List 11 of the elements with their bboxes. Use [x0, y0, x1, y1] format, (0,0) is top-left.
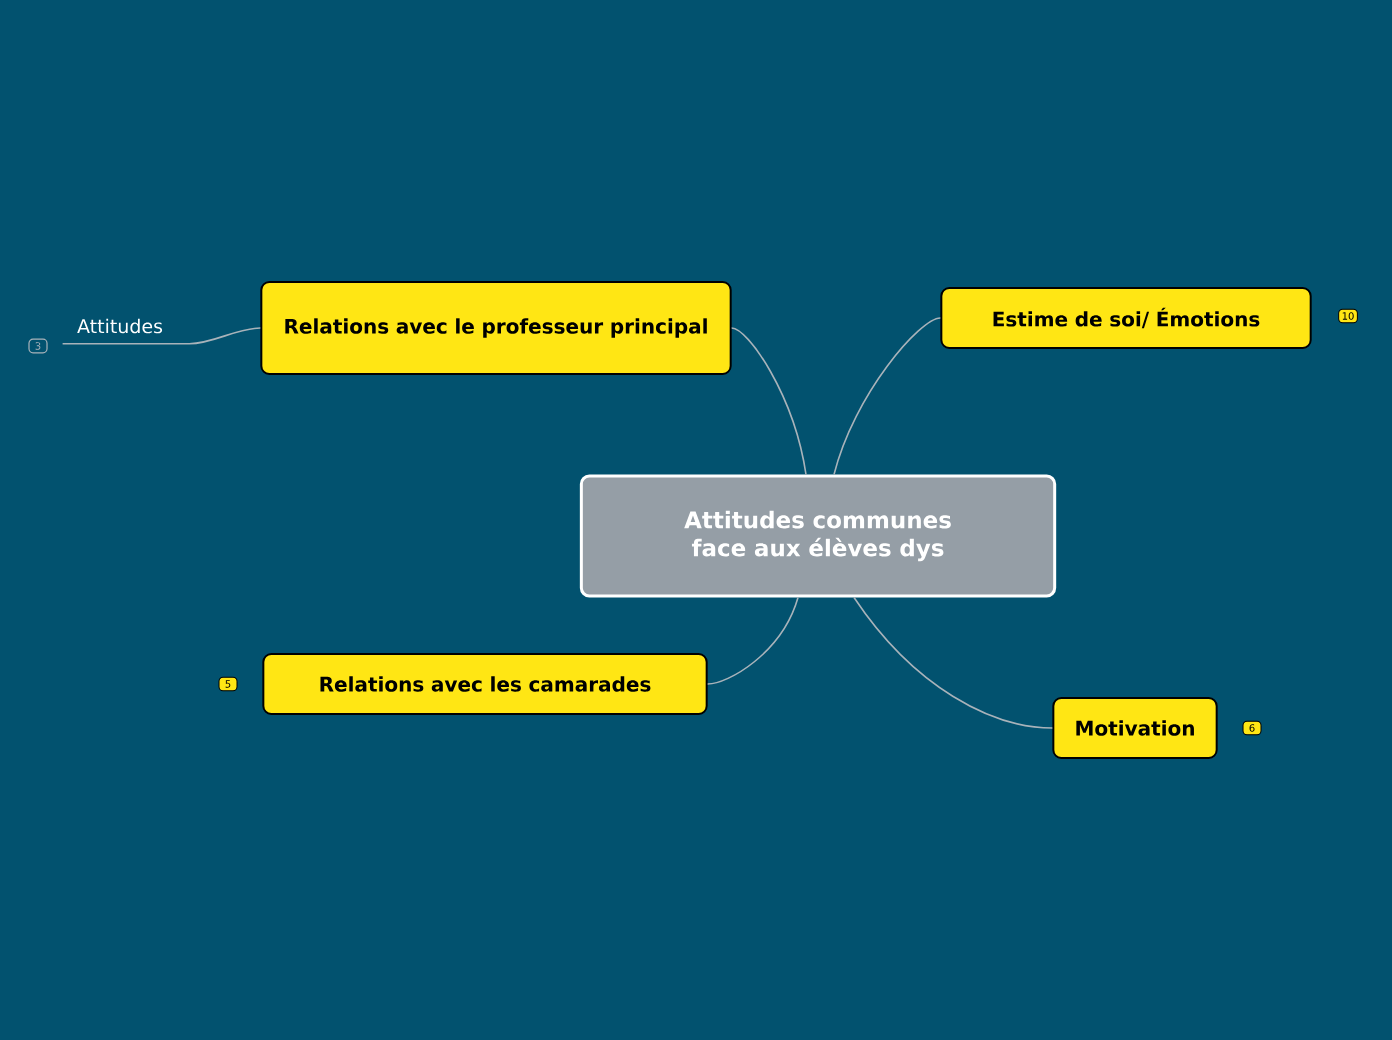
central-topic-box: Attitudes communes face aux élèves dys — [579, 474, 1057, 598]
subtopic-label: Attitudes — [77, 318, 163, 334]
topic-box: Relations avec les camarades — [262, 653, 708, 715]
topic-box: Estime de soi/ Émotions — [940, 287, 1312, 349]
topic-box: Motivation — [1052, 697, 1218, 759]
connector-line — [833, 317, 942, 476]
connector-line — [61, 327, 262, 345]
connector-line — [706, 596, 799, 685]
connector-line — [730, 327, 807, 476]
connector-line — [853, 596, 1054, 729]
topic-box: Relations avec le professeur principal — [260, 281, 732, 375]
